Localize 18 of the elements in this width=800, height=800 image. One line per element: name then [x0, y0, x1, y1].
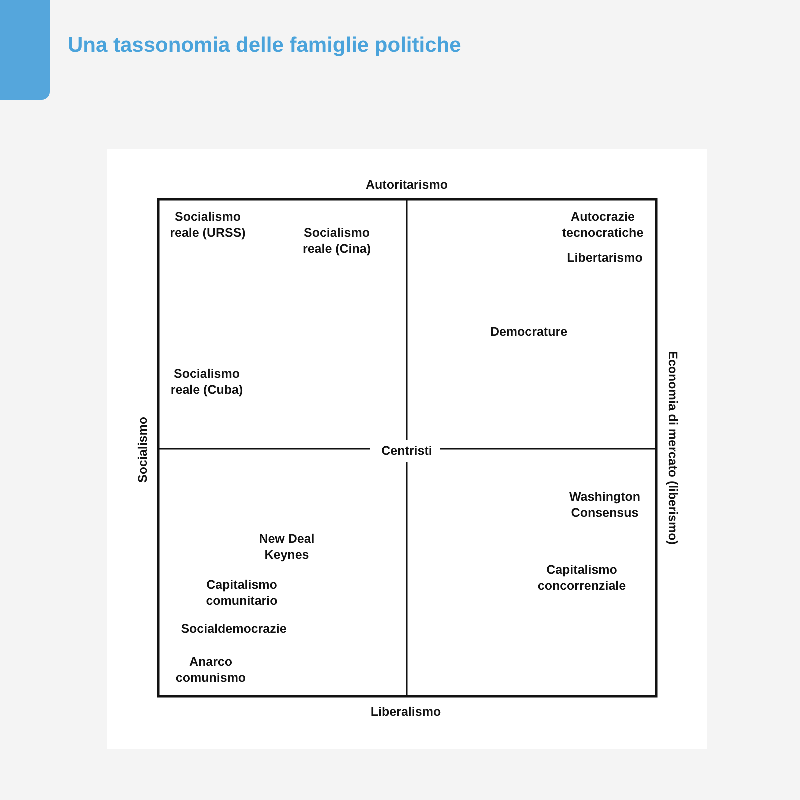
quadrant-label: Anarco comunismo — [174, 654, 248, 686]
quadrant-label: Socialismo reale (URSS) — [169, 209, 247, 241]
quadrant-label: Autocrazie tecnocratiche — [561, 209, 645, 241]
quadrant-label: New Deal Keynes — [258, 531, 316, 563]
axis-label: Autoritarismo — [366, 177, 448, 193]
axis-label: Liberalismo — [370, 704, 442, 720]
quadrant-label: Capitalismo comunitario — [205, 577, 279, 609]
quadrant-label: Capitalismo concorrenziale — [536, 562, 628, 594]
quadrant-label: Socialismo reale (Cuba) — [170, 366, 244, 398]
center-label: Centristi — [382, 443, 432, 459]
quadrant-label: Socialismo reale (Cina) — [302, 225, 372, 257]
axis-label: Economia di mercato (liberismo) — [665, 351, 681, 545]
quadrant-label: Democrature — [490, 324, 568, 340]
quadrant-label: Socialdemocrazie — [181, 621, 287, 637]
axis-label: Socialismo — [135, 417, 151, 483]
page-title: Una tassonomia delle famiglie politiche — [68, 34, 462, 58]
quadrant-label: Libertarismo — [567, 250, 643, 266]
quadrant-label: Washington Consensus — [568, 489, 642, 521]
